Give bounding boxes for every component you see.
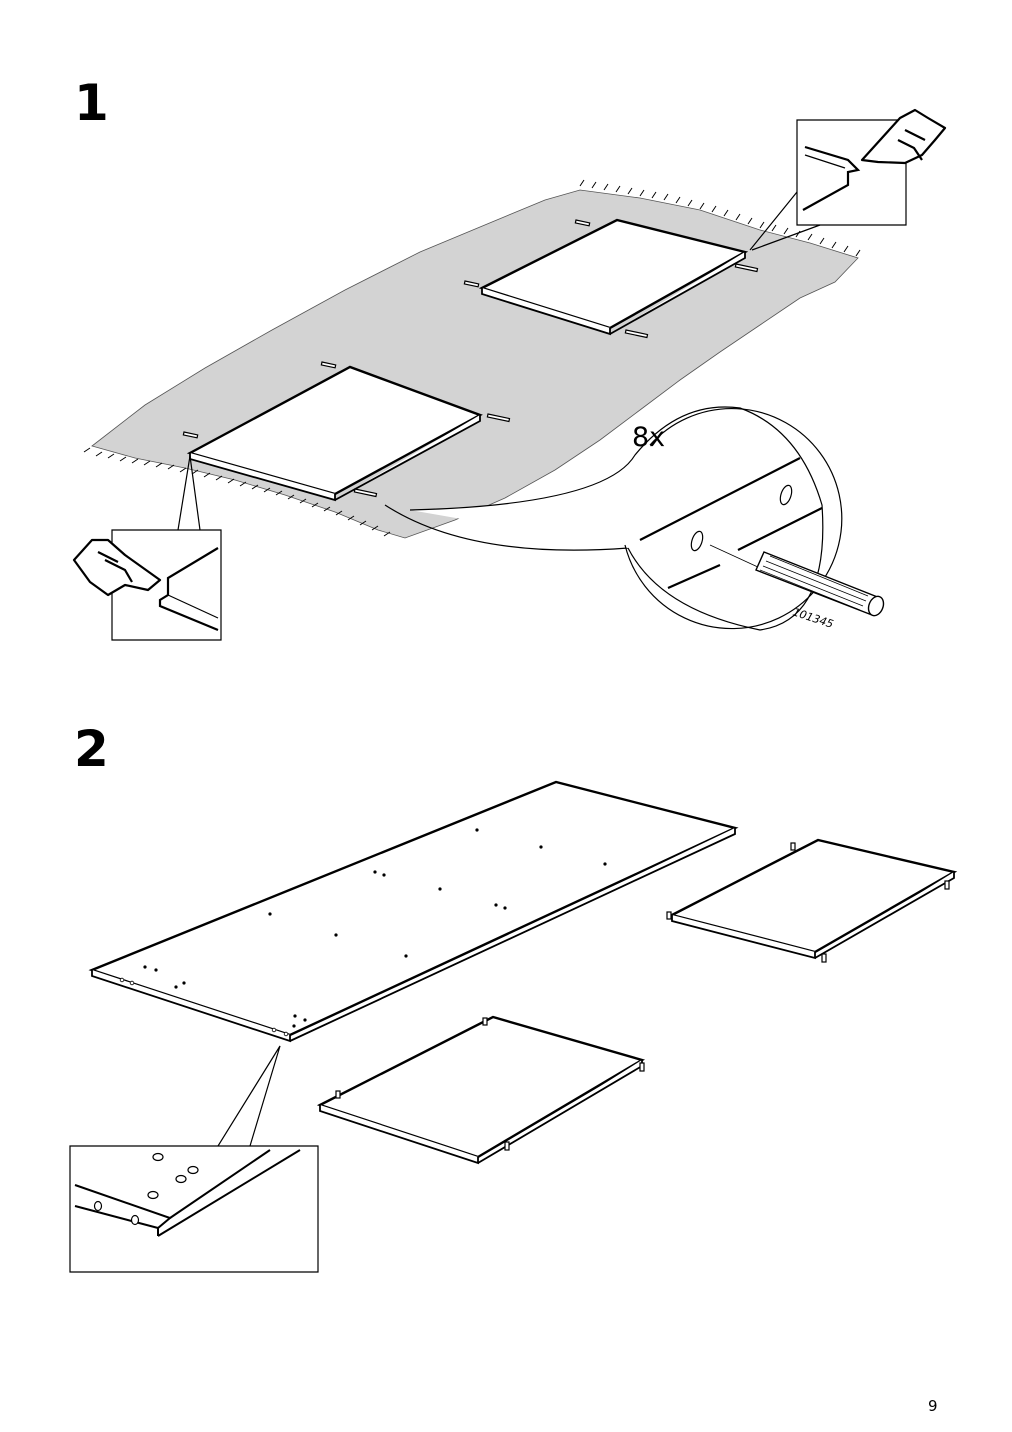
pointing-hand-icon	[860, 108, 947, 165]
pointing-hand-icon	[72, 538, 162, 597]
callout-quantity: 8x	[632, 422, 665, 453]
shelf-panel-lower	[182, 361, 511, 502]
hole-detail-inset	[69, 1045, 319, 1273]
wooden-dowel	[755, 551, 885, 617]
step-1-number: 1	[74, 74, 109, 132]
step-2-illustration	[69, 780, 958, 1273]
side-panel	[88, 780, 739, 1043]
page-number: 9	[928, 1397, 938, 1415]
step-2-number: 2	[74, 720, 109, 778]
shelf-with-dowels-lower	[316, 1015, 646, 1165]
shelf-with-dowels-right	[666, 838, 958, 963]
shelf-panel-upper	[463, 218, 759, 339]
rug-fringe	[83, 179, 861, 537]
edge-detail-inset-bottom	[111, 455, 222, 641]
step-1-illustration: 8x 101345	[72, 108, 947, 641]
dowel-callout: 8x 101345	[384, 406, 885, 631]
part-number: 101345	[791, 605, 835, 630]
